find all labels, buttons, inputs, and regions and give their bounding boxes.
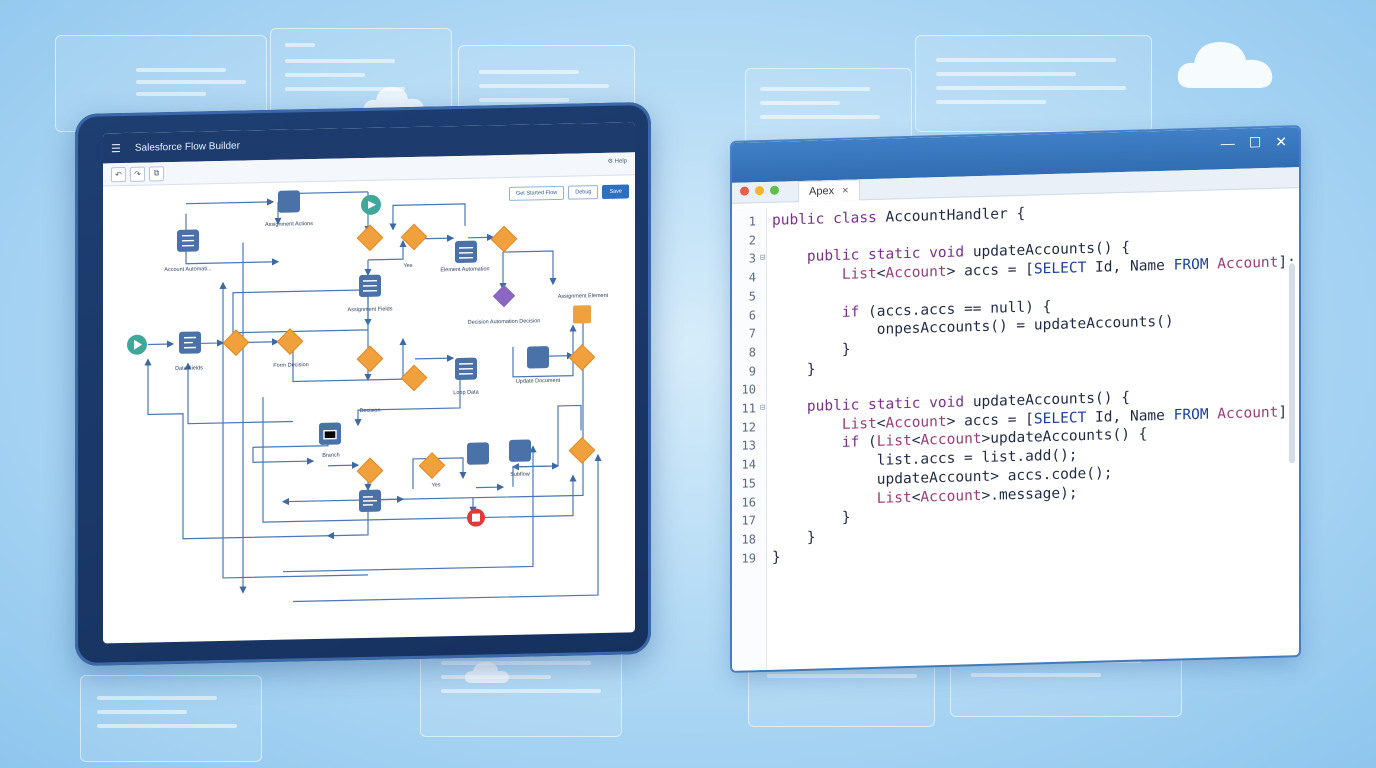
code-text: } <box>772 341 851 360</box>
cloud-icon <box>1177 42 1273 88</box>
line-number: 5 <box>748 289 756 304</box>
redo-icon[interactable]: ↷ <box>130 166 145 182</box>
line-number: 3 <box>748 251 756 266</box>
node-label: Yes <box>432 482 441 488</box>
node-label: Form Decision <box>273 362 308 369</box>
code-text: } <box>772 529 816 547</box>
line-number: 11 <box>741 401 756 416</box>
code-text: public class AccountHandler { <box>772 205 1026 229</box>
tab-label: Apex <box>809 185 835 198</box>
node-label: Assignment Actions <box>265 221 313 228</box>
line-number: 16 <box>741 494 756 510</box>
node-label: Data Fields <box>175 365 203 372</box>
tablet-device: ☰ Salesforce Flow Builder ↶ ↷ ⧉ ⚙ Help G… <box>75 101 651 667</box>
scrollbar[interactable] <box>1289 263 1295 464</box>
element-node <box>467 442 489 465</box>
subflow-node <box>509 439 531 462</box>
code-text: } <box>772 361 816 379</box>
line-number: 9 <box>748 363 756 379</box>
action-node <box>278 190 300 213</box>
line-number: 13 <box>741 438 756 454</box>
line-number: 19 <box>741 550 756 566</box>
line-number: 1 <box>748 214 756 229</box>
zoom-dot-icon[interactable] <box>770 185 779 195</box>
line-number: 12 <box>741 419 756 435</box>
decision-node-purple[interactable] <box>492 284 516 308</box>
cloud-icon <box>464 662 509 683</box>
line-number: 15 <box>741 476 756 491</box>
code-text: } <box>772 509 851 528</box>
flow-connectors <box>144 191 602 603</box>
node-label: Update Document <box>516 378 561 385</box>
update-node <box>527 346 549 369</box>
fold-toggle-icon[interactable]: ⊟ <box>760 402 766 414</box>
close-dot-icon[interactable] <box>740 186 749 196</box>
tab-close-icon[interactable]: × <box>842 184 849 197</box>
node-label: Assignment Element <box>558 293 609 300</box>
node-label: Branch <box>322 452 339 458</box>
node-label: Decision Automation Decision <box>468 318 541 326</box>
close-button[interactable]: ✕ <box>1275 133 1287 150</box>
help-link[interactable]: ⚙ Help <box>607 158 627 165</box>
node-label: Subflow <box>510 472 530 478</box>
undo-icon[interactable]: ↶ <box>111 166 126 182</box>
decision-node[interactable] <box>573 305 591 324</box>
node-label: Assignment Fields <box>348 306 393 313</box>
line-number: 10 <box>741 382 756 397</box>
node-label: Element Automation <box>440 266 489 273</box>
fold-toggle-icon[interactable]: ⊟ <box>760 253 766 264</box>
node-label: Decision <box>359 408 380 414</box>
maximize-button[interactable]: ☐ <box>1248 134 1262 151</box>
line-number: 4 <box>748 270 756 285</box>
apex-code-window: — ☐ ✕ Apex × 1 public class AccountHandle… <box>732 127 1299 671</box>
minimize-button[interactable]: — <box>1220 134 1235 152</box>
line-number: 17 <box>741 513 756 528</box>
line-number: 18 <box>741 532 756 547</box>
flow-builder-screen: ☰ Salesforce Flow Builder ↶ ↷ ⧉ ⚙ Help G… <box>103 122 635 644</box>
line-number: 7 <box>748 326 756 341</box>
minimize-dot-icon[interactable] <box>755 186 764 196</box>
background-panel <box>80 675 262 762</box>
line-number: 8 <box>748 345 756 360</box>
node-label: Loop Data <box>453 390 479 397</box>
line-number: 2 <box>748 232 756 248</box>
copy-icon[interactable]: ⧉ <box>149 165 164 181</box>
flow-canvas[interactable]: Assignment Actions Account Automati... D… <box>103 174 635 643</box>
decision-nodes[interactable] <box>222 220 596 486</box>
line-number: 6 <box>748 307 756 322</box>
window-controls: — ☐ ✕ <box>1221 133 1287 152</box>
node-label: Yes <box>404 263 413 269</box>
element-node <box>455 240 477 264</box>
node-label: Account Automati... <box>164 266 212 273</box>
element-glyphs <box>182 234 473 506</box>
app-title: Salesforce Flow Builder <box>134 140 240 154</box>
background-panel <box>915 35 1152 132</box>
traffic-lights <box>740 185 779 196</box>
code-text: } <box>772 549 781 566</box>
menu-icon[interactable]: ☰ <box>111 142 121 155</box>
line-number: 14 <box>741 457 756 472</box>
tab-apex[interactable]: Apex × <box>798 179 860 203</box>
